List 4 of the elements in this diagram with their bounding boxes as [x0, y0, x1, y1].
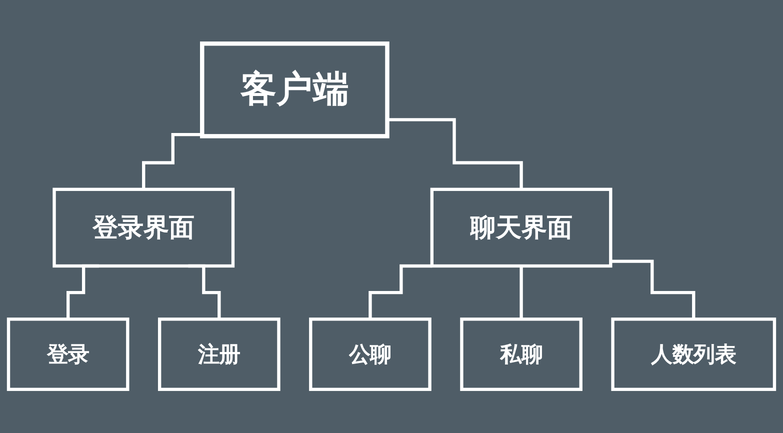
connector [142, 132, 202, 191]
node-box: 人数列表 [611, 318, 776, 391]
node-box: 注册 [158, 318, 280, 391]
connector [387, 118, 523, 191]
